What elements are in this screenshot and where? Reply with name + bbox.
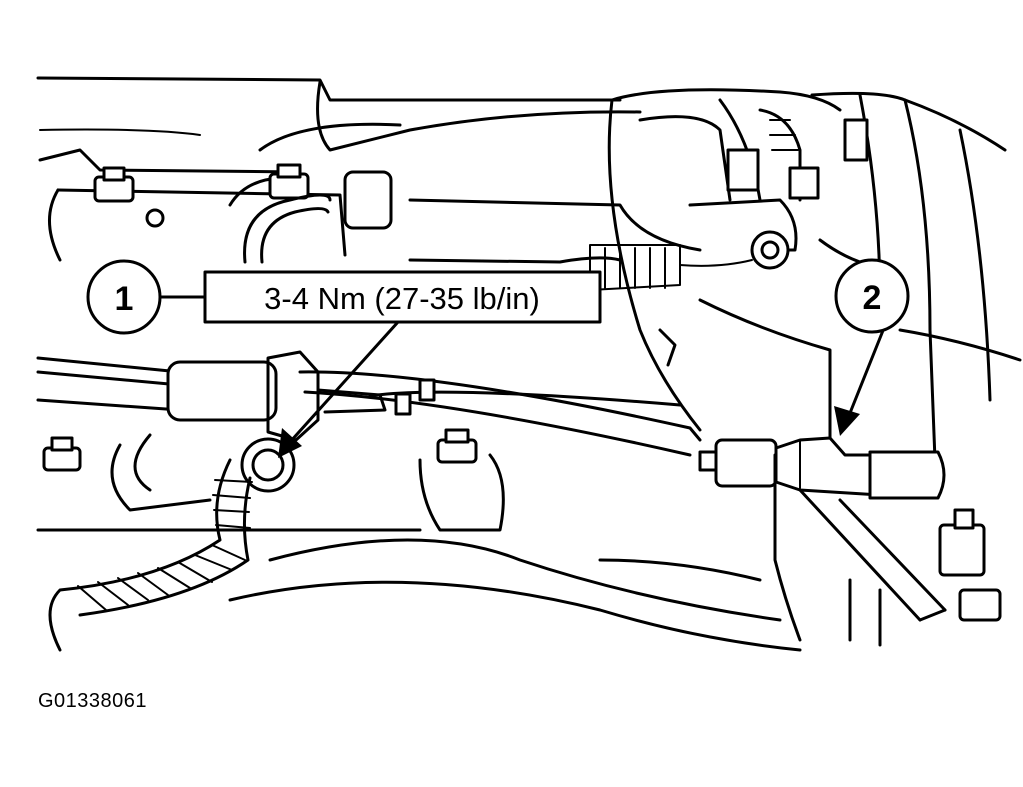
bolts-top: [93, 163, 393, 230]
callout-number-1: 1: [115, 280, 134, 318]
torque-label: 3-4 Nm (27-35 lb/in): [264, 281, 540, 316]
right-bracket: [773, 453, 1002, 647]
figure-id: G01338061: [38, 690, 148, 712]
sensor-wire-loop: [243, 193, 332, 264]
sensor-connector: [698, 436, 946, 500]
leader-arrows: [158, 295, 886, 458]
callout-1: 1: [86, 259, 162, 335]
lower-manifold: [36, 428, 802, 652]
throttle-body: [589, 88, 1022, 462]
callout-2: 2: [834, 258, 910, 334]
corrugated-harness: [48, 458, 253, 652]
arrow-head-1: [278, 428, 302, 458]
callout-number-2: 2: [863, 279, 882, 317]
upper-intake-outline: [36, 76, 702, 264]
wire-harness: [36, 350, 702, 457]
torque-callout: 3-4 Nm (27-35 lb/in): [203, 270, 602, 324]
arrow-head-2: [834, 406, 860, 436]
